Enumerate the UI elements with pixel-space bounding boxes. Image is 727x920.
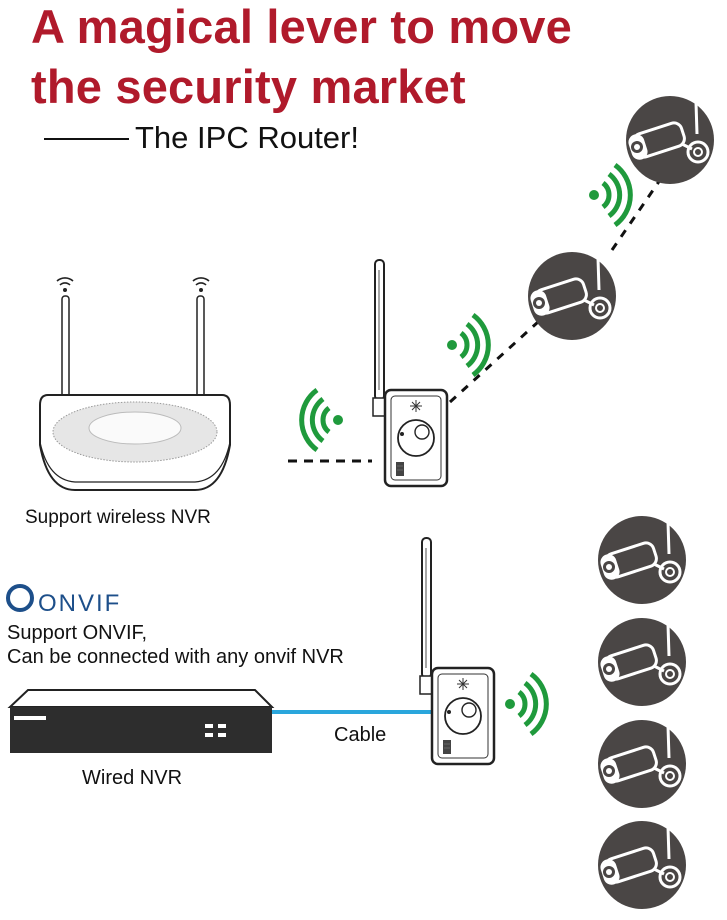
camera-link-line-2 <box>610 179 662 251</box>
title-line-1: A magical lever to move <box>31 0 572 53</box>
ip-camera-icon <box>596 514 688 606</box>
wired-nvr-caption: Wired NVR <box>82 767 183 789</box>
ipc-router-icon <box>418 536 496 766</box>
ip-camera-icon <box>526 250 618 342</box>
wireless-nvr-icon <box>39 277 231 491</box>
cable-caption: Cable <box>334 724 387 746</box>
ip-camera-icon <box>596 819 688 911</box>
camera-link-line-1 <box>448 320 540 404</box>
ip-camera-icon <box>596 616 688 708</box>
subtitle-rule <box>44 138 129 140</box>
wifi-signal-icon <box>589 165 630 225</box>
wired-nvr-icon <box>7 689 275 753</box>
wireless-nvr-caption: Support wireless NVR <box>25 507 211 528</box>
title-line-2: the security market <box>31 60 466 113</box>
subtitle: The IPC Router! <box>135 120 359 155</box>
onvif-support-line-2: Can be connected with any onvif NVR <box>7 646 344 668</box>
ip-camera-icon <box>596 718 688 810</box>
onvif-support-line-1: Support ONVIF, <box>7 622 148 644</box>
onvif-logo-text: ONVIF <box>38 590 121 617</box>
ipc-router-icon <box>371 258 449 488</box>
ip-camera-icon <box>624 94 716 186</box>
wifi-signal-icon <box>447 315 488 375</box>
wifi-signal-icon <box>302 390 343 450</box>
onvif-logo-icon: ONVIF <box>6 584 121 617</box>
wifi-signal-icon <box>505 674 546 734</box>
